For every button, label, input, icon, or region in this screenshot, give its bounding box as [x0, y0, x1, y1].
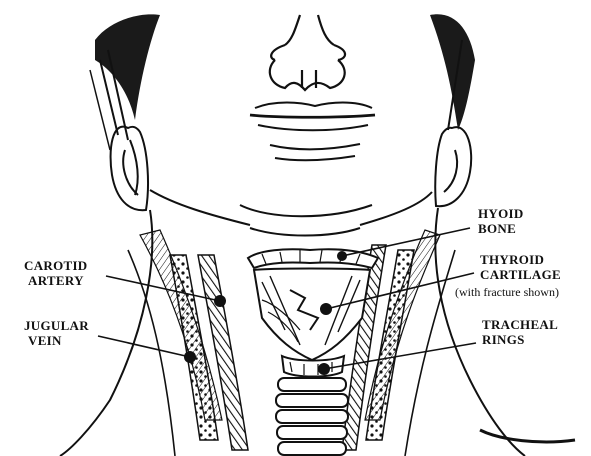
- jugular-label-line-2: VEIN: [24, 333, 89, 348]
- thyroid-cartilage: [254, 269, 370, 361]
- hyoid-label-line-2: BONE: [478, 221, 524, 236]
- nose: [270, 15, 345, 90]
- tracheal-leader-line: [324, 343, 476, 369]
- tracheal-rings-label: TRACHEAL RINGS: [482, 317, 558, 347]
- hyoid-label-line-1: HYOID: [478, 206, 524, 221]
- jugular-vein-label: JUGULAR VEIN: [24, 318, 89, 348]
- mouth: [250, 103, 375, 161]
- thyroid-cartilage-label: THYROID CARTILAGE: [480, 252, 561, 282]
- tracheal-label-line-2: RINGS: [482, 332, 558, 347]
- hyoid-bone-label: HYOID BONE: [478, 206, 524, 236]
- tracheal-label-line-1: TRACHEAL: [482, 317, 558, 332]
- hair-right: [430, 14, 475, 130]
- face-outline: [150, 190, 432, 236]
- jugular-label-line-1: JUGULAR: [24, 318, 89, 333]
- carotid-artery-label: CAROTID ARTERY: [24, 258, 88, 288]
- thyroid-label-line-1: THYROID: [480, 252, 561, 267]
- ear-left: [111, 127, 148, 211]
- carotid-label-line-2: ARTERY: [24, 273, 88, 288]
- ear-right: [435, 127, 471, 206]
- thyroid-label-line-2: CARTILAGE: [480, 267, 561, 282]
- carotid-label-line-1: CAROTID: [24, 258, 88, 273]
- tracheal-rings: [276, 378, 348, 455]
- thyroid-fracture-note: (with fracture shown): [455, 285, 559, 299]
- jugular-leader-line: [98, 336, 190, 357]
- hair-left: [90, 14, 160, 150]
